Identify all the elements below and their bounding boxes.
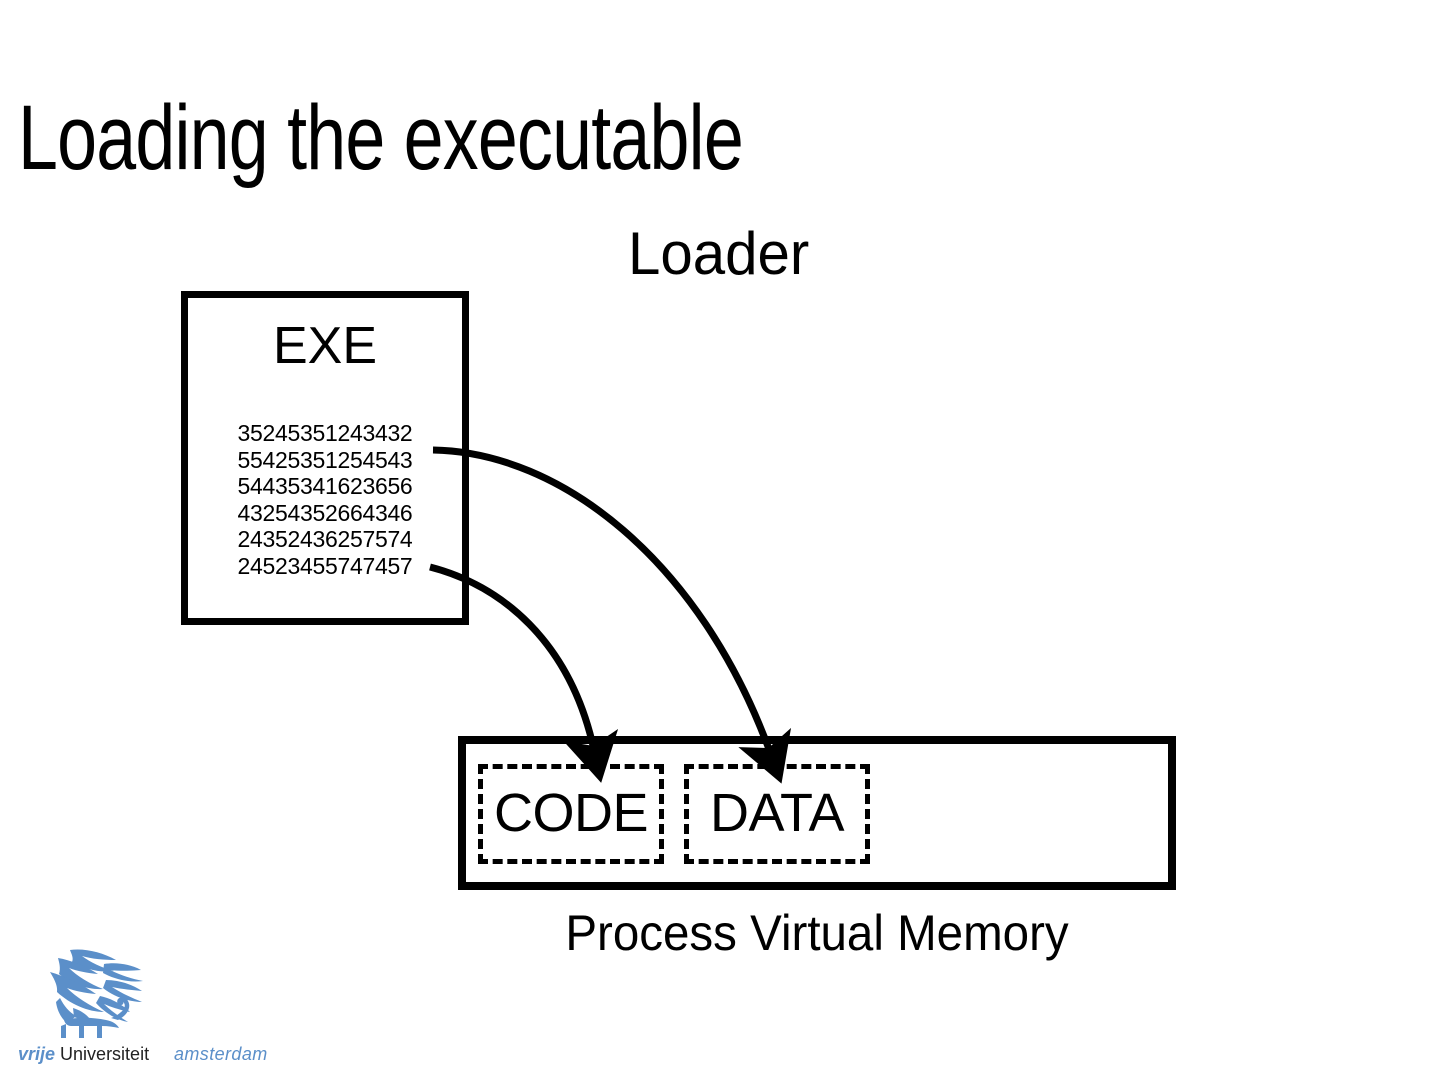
exe-code-line: 43254352664346 <box>237 499 413 526</box>
vu-wordmark-amsterdam: amsterdam <box>174 1044 268 1064</box>
page-title: Loading the executable <box>18 87 744 189</box>
vu-amsterdam-logo: vrije Universiteit amsterdam <box>18 946 318 1068</box>
data-segment-label: DATA <box>709 783 845 843</box>
vu-griffin-icon <box>50 949 143 1038</box>
vu-wordmark-universiteit: Universiteit <box>60 1044 150 1064</box>
exe-to-data-arrow <box>432 446 792 784</box>
exe-code-listing: 35245351243432 55425351254543 5443534162… <box>188 420 462 579</box>
code-segment-label: CODE <box>493 783 649 843</box>
vu-wordmark-vrije: vrije <box>18 1044 56 1064</box>
data-segment-box: DATA <box>684 764 870 864</box>
code-segment-box: CODE <box>478 764 664 864</box>
exe-code-line: 54435341623656 <box>237 473 413 499</box>
exe-code-line: 55425351254543 <box>237 446 413 473</box>
exe-file-box: EXE 35245351243432 55425351254543 544353… <box>181 291 469 625</box>
exe-code-line: 24523455747457 <box>237 552 413 579</box>
exe-code-line: 24352436257574 <box>237 526 413 552</box>
process-virtual-memory-caption: Process Virtual Memory <box>565 905 1069 961</box>
exe-code-line: 35245351243432 <box>237 420 413 446</box>
exe-box-title: EXE <box>272 317 378 375</box>
loader-label: Loader <box>628 220 810 287</box>
vu-wordmark: vrije Universiteit amsterdam <box>18 1042 318 1066</box>
process-virtual-memory-box: CODE DATA <box>458 736 1176 890</box>
